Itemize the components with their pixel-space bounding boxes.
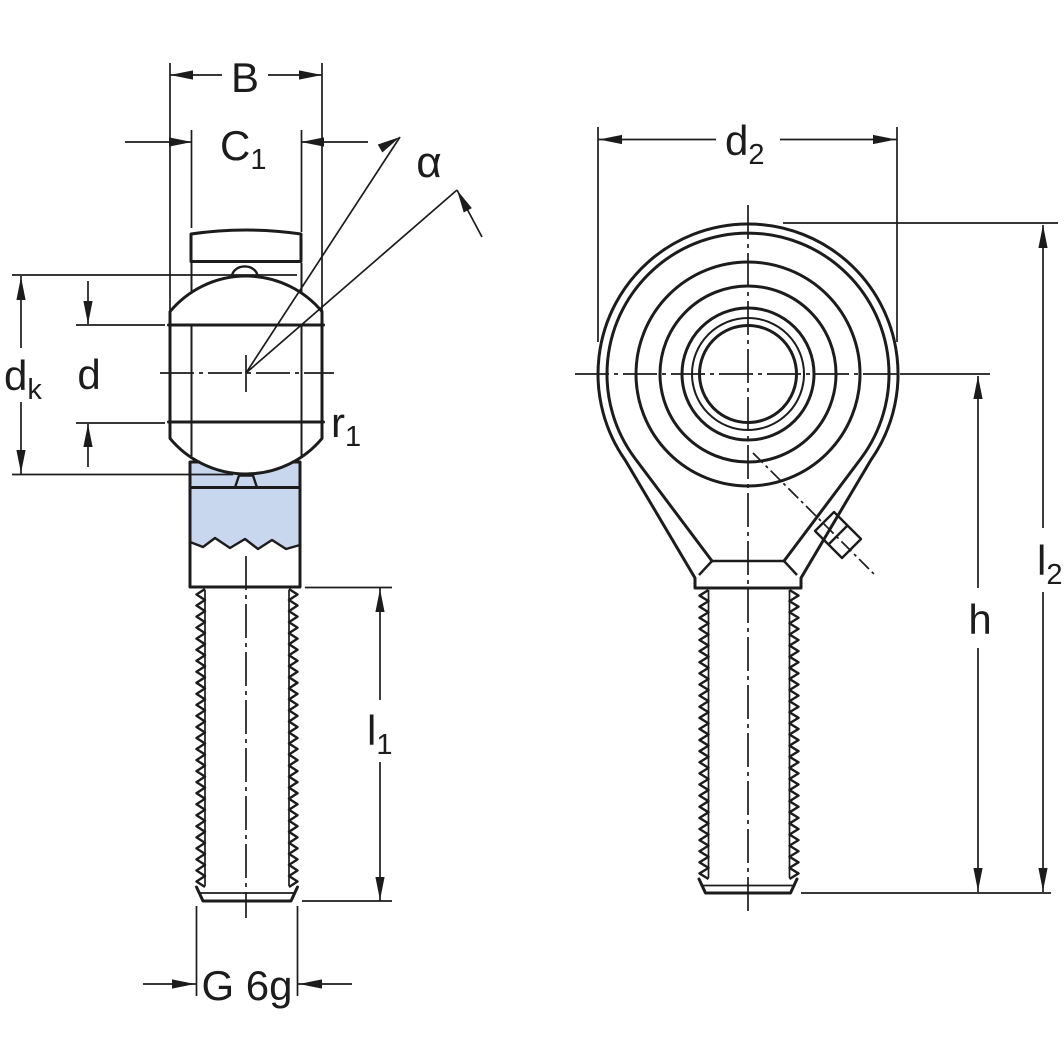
- dim-G6g: G 6g: [143, 906, 352, 1009]
- grease-fitting: [752, 452, 875, 575]
- head-outer-profile: [596, 222, 900, 590]
- label-d: d: [77, 351, 100, 398]
- break-line: [189, 536, 301, 551]
- dim-l1: l1: [302, 586, 392, 902]
- shank-right: [697, 588, 800, 895]
- dim-C1: C1: [125, 122, 368, 232]
- front-view: [575, 205, 990, 916]
- label-l2: l2: [1037, 537, 1062, 591]
- ring-edges: [190, 263, 303, 456]
- label-d2: d2: [725, 117, 765, 171]
- label-G6g: G 6g: [201, 962, 292, 1009]
- grease-fitting-axis: [752, 452, 875, 575]
- ball: [168, 274, 324, 476]
- dim-B: B: [169, 54, 323, 312]
- dim-h: h: [801, 376, 1051, 894]
- head-inner-profile: [605, 231, 891, 563]
- dim-alpha: α: [245, 136, 483, 374]
- dim-d2: d2: [597, 117, 898, 342]
- side-view: [12, 228, 334, 918]
- label-h: h: [968, 596, 991, 643]
- centerlines-left: [160, 355, 334, 918]
- housing-bottom-details: [188, 460, 302, 589]
- label-l1: l1: [367, 707, 392, 761]
- shank-left: [195, 587, 299, 903]
- housing-top: [189, 228, 303, 263]
- label-r1: r1: [331, 399, 361, 453]
- label-dk: dk: [4, 352, 42, 406]
- dim-d: d: [76, 281, 165, 467]
- label-B: B: [231, 54, 259, 101]
- dim-dk: dk: [4, 276, 233, 476]
- dim-l2: l2: [783, 222, 1062, 892]
- label-C1: C1: [220, 122, 266, 176]
- centerlines-right: [575, 205, 990, 916]
- housing-bottom: [190, 462, 300, 587]
- label-alpha: α: [416, 138, 441, 187]
- lube-bump: [230, 265, 259, 277]
